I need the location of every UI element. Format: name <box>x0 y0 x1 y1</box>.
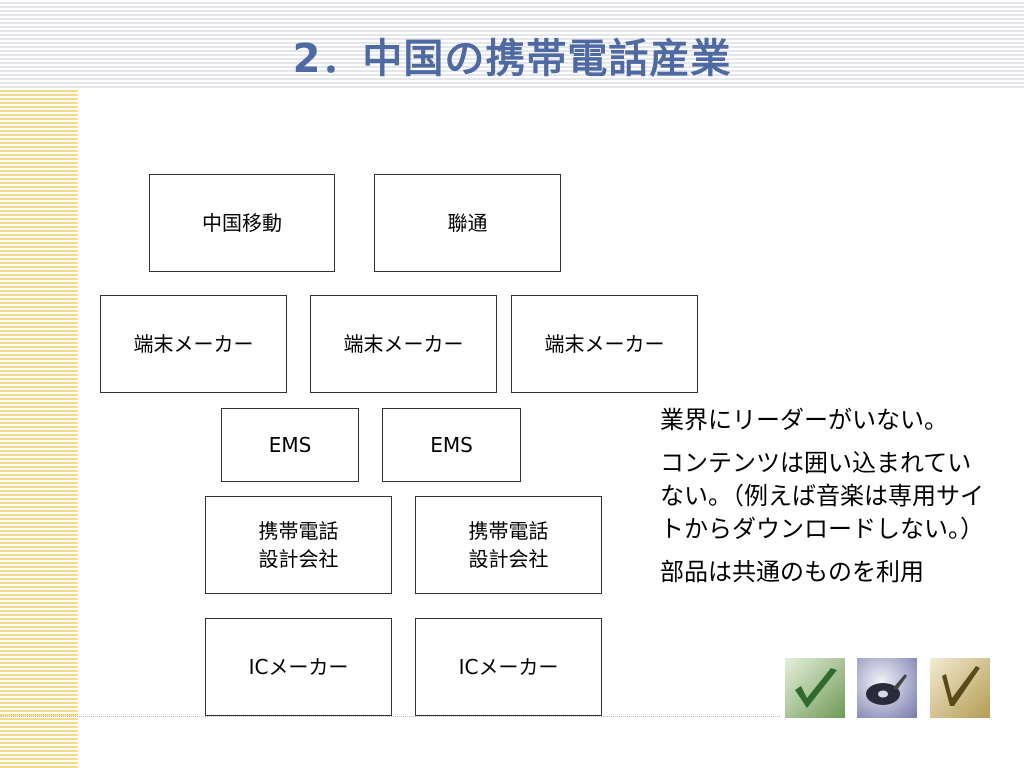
handset-maker-box: 端末メーカー <box>511 295 698 393</box>
footer-divider <box>0 716 780 717</box>
ic-maker-box: ICメーカー <box>415 618 602 716</box>
design-house-box: 携帯電話 設計会社 <box>205 496 392 594</box>
note-item: コンテンツは囲い込まれていない。（例えば音楽は専用サイトからダウンロードしない。… <box>660 449 984 543</box>
check-mark-icon <box>785 658 845 718</box>
notes-block: 業界にリーダーがいない。 コンテンツは囲い込まれていない。（例えば音楽は専用サイ… <box>660 404 990 599</box>
design-house-box: 携帯電話 設計会社 <box>415 496 602 594</box>
disc-icon <box>857 658 917 718</box>
slide-title: 2．中国の携帯電話産業 <box>292 36 732 82</box>
operator-box-unicom: 聯通 <box>374 174 561 272</box>
ems-box: EMS <box>221 408 359 482</box>
ic-maker-box: ICメーカー <box>205 618 392 716</box>
header-stripe-background <box>0 0 1024 88</box>
handset-maker-box: 端末メーカー <box>100 295 287 393</box>
ems-box: EMS <box>382 408 521 482</box>
note-item: 部品は共通のものを利用 <box>660 558 924 586</box>
note-item: 業界にリーダーがいない。 <box>660 406 948 434</box>
pen-checkmark-icon <box>930 658 990 718</box>
side-stripe-background <box>0 88 78 768</box>
operator-box-china-mobile: 中国移動 <box>149 174 335 272</box>
handset-maker-box: 端末メーカー <box>310 295 497 393</box>
